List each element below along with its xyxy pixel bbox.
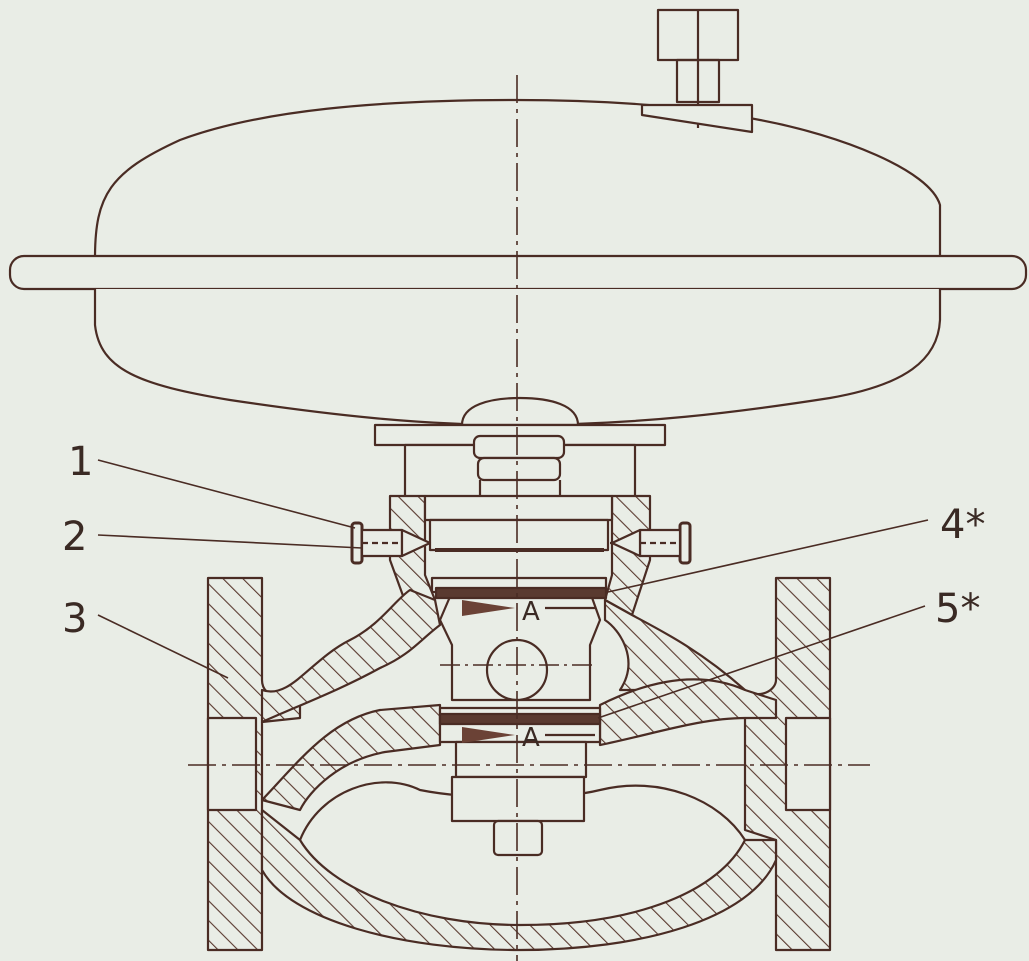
- callout-2: 2: [62, 514, 87, 560]
- inlet-port: [206, 716, 258, 812]
- locking-screw-right: [610, 521, 692, 565]
- body-seat-web: [260, 703, 442, 812]
- callout-4: 4*: [940, 502, 985, 548]
- stem-nut-assembly: [373, 396, 667, 502]
- vent-fitting: [640, 8, 754, 134]
- callout-5: 5*: [935, 586, 980, 632]
- seal-ring-upper: [434, 586, 608, 600]
- leader-lines: [97, 459, 929, 719]
- section-arrow-upper: [462, 600, 595, 616]
- section-mark-lower: A: [522, 723, 540, 753]
- body-lower-bowl: [260, 808, 778, 952]
- callout-1: 1: [68, 439, 93, 485]
- outlet-port: [784, 716, 832, 812]
- center-lines: [188, 75, 870, 961]
- seal-ring-lower: [438, 712, 602, 726]
- locking-screw-left: [350, 521, 432, 565]
- actuator-diaphragm-housing: [8, 98, 1028, 427]
- valve-plug-cage: [434, 586, 608, 857]
- section-mark-upper: A: [522, 597, 540, 627]
- body-upper-wall: [260, 588, 442, 724]
- body-seat-web-right: [598, 678, 778, 747]
- callout-3: 3: [62, 596, 87, 642]
- section-arrow-lower: [462, 727, 595, 743]
